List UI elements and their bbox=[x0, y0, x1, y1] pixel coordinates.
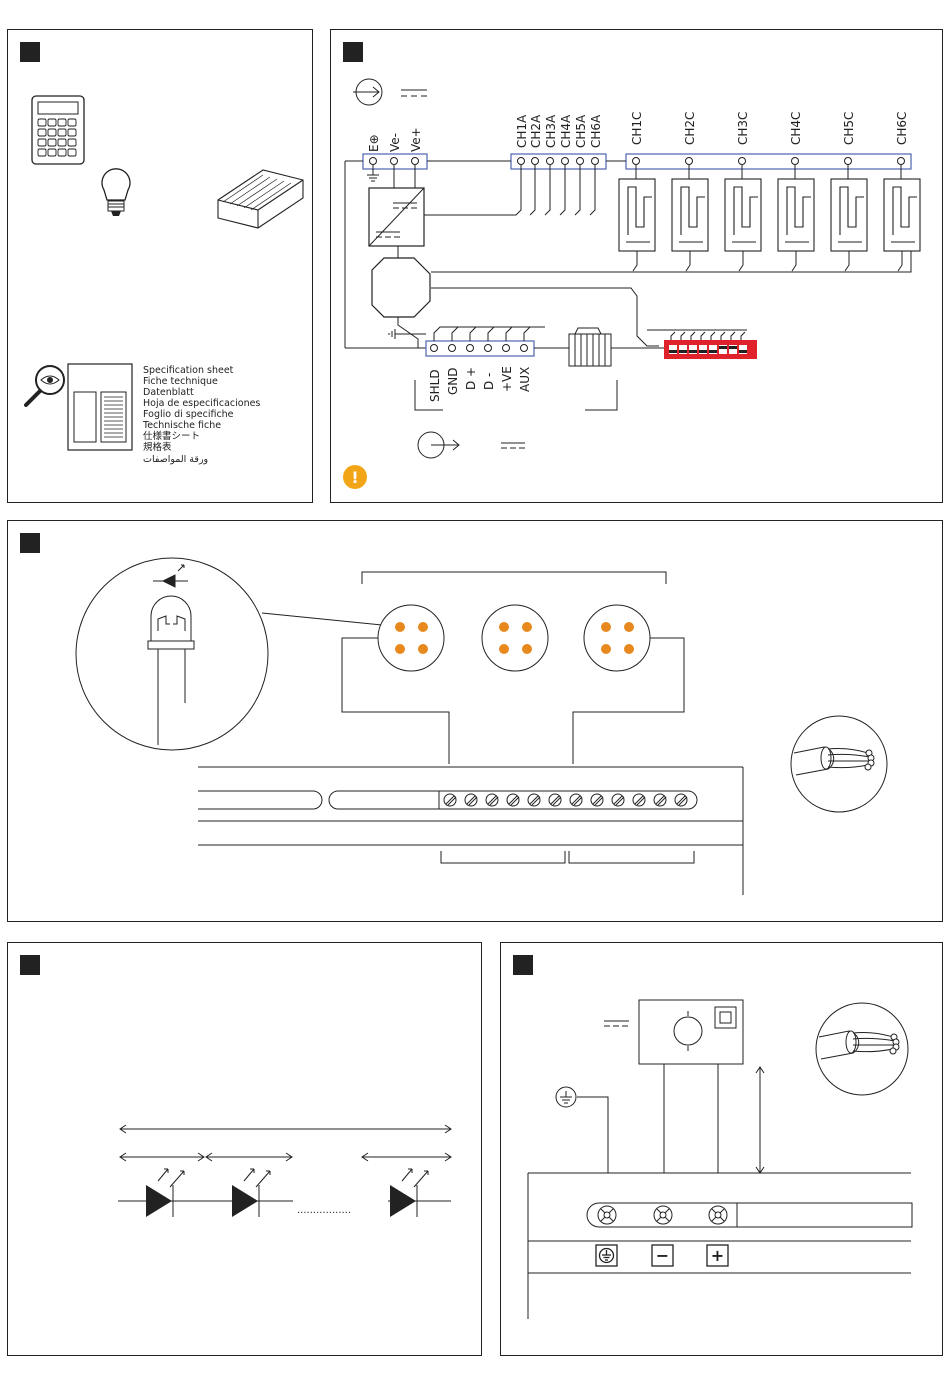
panel-power-connection: − + bbox=[500, 942, 943, 1356]
controller-core bbox=[372, 258, 430, 317]
led-string-diagram: ................. bbox=[8, 943, 483, 1357]
dip-switch bbox=[664, 340, 757, 359]
rj45-connector bbox=[569, 328, 611, 366]
ch4a-label: CH4A bbox=[559, 114, 573, 148]
magnifier-eye-icon bbox=[26, 366, 64, 405]
controller-device-icon bbox=[218, 170, 303, 228]
dmx-label-shld: SHLD bbox=[428, 369, 442, 402]
spec-label-2: Datenblatt bbox=[143, 387, 194, 398]
terminal-label-earth: E⊕ bbox=[367, 134, 381, 152]
terminal-label-ve-plus: Ve+ bbox=[409, 127, 423, 152]
spec-label-7: 規格表 bbox=[143, 441, 172, 453]
ch1c-label: CH1C bbox=[630, 112, 644, 145]
warning-icon: ! bbox=[343, 465, 367, 489]
warning-symbol: ! bbox=[351, 468, 358, 487]
spec-label-3: Hoja de especificaciones bbox=[143, 398, 260, 409]
spec-label-4: Foglio di specifiche bbox=[143, 409, 234, 420]
spec-label-5: Technische fiche bbox=[142, 420, 221, 431]
driver-module-5 bbox=[831, 179, 867, 251]
ch5a-label: CH5A bbox=[574, 114, 588, 148]
ch6c-label: CH6C bbox=[895, 112, 909, 145]
ch1a-label: CH1A bbox=[515, 114, 529, 148]
channel-c-terminal-block bbox=[626, 154, 911, 169]
power-supply-box bbox=[639, 1000, 743, 1064]
panel-led-fixture bbox=[7, 520, 943, 922]
ch3a-label: CH3A bbox=[544, 114, 558, 148]
spec-label-6: 仕様書シート bbox=[143, 430, 200, 442]
ch6a-label: CH6A bbox=[589, 114, 603, 148]
driver-module-1 bbox=[619, 179, 655, 251]
dmx-label-aux: AUX bbox=[518, 367, 532, 392]
panel-overview: Specification sheet Fiche technique Date… bbox=[7, 29, 313, 503]
led-cluster-2 bbox=[482, 605, 548, 671]
ground-icon bbox=[556, 1087, 576, 1107]
power-input-icon bbox=[353, 79, 427, 105]
channel-a-terminal-block bbox=[511, 154, 606, 169]
driver-module-3 bbox=[725, 179, 761, 251]
dmx-label-ve-plus: +VE bbox=[500, 366, 514, 392]
calculator-icon bbox=[32, 96, 84, 164]
ch3c-label: CH3C bbox=[736, 112, 750, 145]
spec-label-0: Specification sheet bbox=[143, 365, 234, 376]
ch4c-label: CH4C bbox=[789, 112, 803, 145]
power-terminal-strip bbox=[587, 1203, 912, 1227]
ch2a-label: CH2A bbox=[529, 114, 543, 148]
stranded-cable-icon bbox=[816, 1003, 908, 1095]
dmx-label-gnd: GND bbox=[446, 367, 460, 395]
led-diode-1 bbox=[146, 1185, 173, 1217]
panel-wiring-diagram: E⊕ Ve- Ve+ CH1A CH2A CH3A CH4A CH5A CH6A bbox=[330, 29, 943, 503]
ch2c-label: CH2C bbox=[683, 112, 697, 145]
driver-module-4 bbox=[778, 179, 814, 251]
power-connection-diagram: − + bbox=[501, 943, 944, 1357]
dmx-label-d-minus: D - bbox=[482, 373, 496, 390]
overview-illustrations: Specification sheet Fiche technique Date… bbox=[8, 30, 314, 504]
led-detail-zoom bbox=[76, 558, 382, 750]
continuation-dots: ................. bbox=[297, 1205, 351, 1216]
panel-led-string: ................. bbox=[7, 942, 482, 1356]
led-cluster-1 bbox=[378, 605, 444, 671]
terminal-sign-minus: − bbox=[652, 1245, 673, 1266]
minus-sign: − bbox=[656, 1246, 669, 1265]
bulb-icon bbox=[102, 169, 130, 216]
stranded-cable-icon bbox=[791, 716, 887, 812]
dc-signal-icon bbox=[418, 432, 525, 458]
terminal-sign-earth bbox=[596, 1245, 617, 1266]
dmx-terminal-block bbox=[426, 341, 534, 356]
led-fixture-diagram bbox=[8, 521, 944, 923]
led-diode-3 bbox=[390, 1185, 417, 1217]
ch5c-label: CH5C bbox=[842, 112, 856, 145]
specification-document-icon bbox=[68, 364, 132, 450]
terminal-label-ve-minus: Ve- bbox=[388, 133, 402, 152]
wiring-diagram: E⊕ Ve- Ve+ CH1A CH2A CH3A CH4A CH5A CH6A bbox=[331, 30, 944, 504]
spec-label-8: ورقة المواصفات bbox=[143, 454, 208, 465]
power-supply-unit bbox=[369, 188, 424, 246]
led-cluster-3 bbox=[584, 605, 650, 671]
led-diode-2 bbox=[232, 1185, 259, 1217]
plus-sign: + bbox=[711, 1246, 724, 1265]
led-driver-modules bbox=[619, 179, 920, 251]
terminal-sign-plus: + bbox=[707, 1245, 728, 1266]
driver-module-6 bbox=[884, 179, 920, 251]
spec-label-1: Fiche technique bbox=[143, 376, 218, 387]
driver-module-2 bbox=[672, 179, 708, 251]
dmx-label-d-plus: D + bbox=[464, 367, 478, 390]
dc-symbol-icon bbox=[604, 1021, 629, 1026]
